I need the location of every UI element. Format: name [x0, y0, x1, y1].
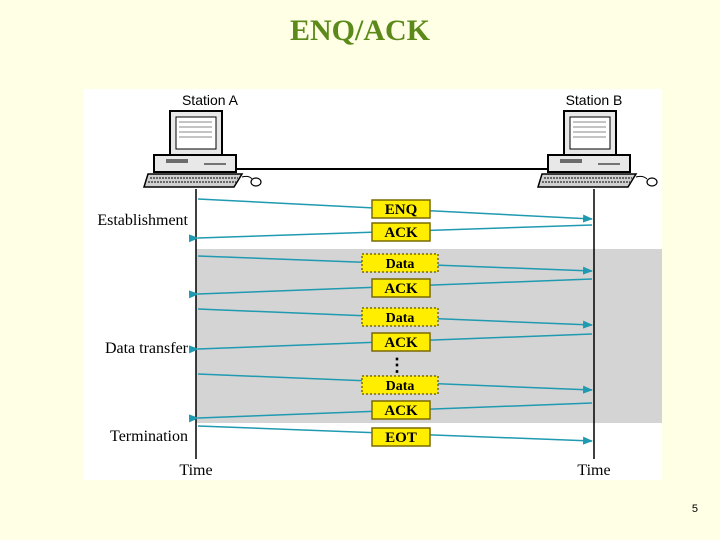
frame-data-3: Data: [361, 375, 439, 395]
phase-label-establishment: Establishment: [97, 212, 188, 229]
enq-ack-diagram: Station A Station B: [84, 89, 662, 480]
phase-label-termination: Termination: [110, 428, 188, 445]
station-b-computer-icon: [536, 110, 658, 188]
frame-label: Data: [386, 257, 415, 272]
frame-data-1: Data: [361, 253, 439, 273]
frame-eot: EOT: [371, 427, 431, 447]
frame-label: EOT: [385, 430, 417, 446]
frame-ack-1: ACK: [371, 222, 431, 242]
frame-ack-2: ACK: [371, 278, 431, 298]
frame-data-2: Data: [361, 307, 439, 327]
frame-label: ENQ: [385, 202, 418, 218]
frame-label: ACK: [384, 281, 418, 297]
ellipsis-marker: ⋮: [388, 355, 406, 375]
station-b-label: Station B: [566, 92, 623, 108]
frame-ack-4: ACK: [371, 400, 431, 420]
frame-label: Data: [386, 311, 415, 326]
frame-label: ACK: [384, 403, 418, 419]
slide-page-number: 5: [691, 503, 698, 515]
diagram-canvas: Station A Station B: [97, 92, 658, 479]
frame-label: ACK: [384, 225, 418, 241]
frame-label: Data: [386, 379, 415, 394]
slide-title: ENQ/ACK: [289, 14, 430, 47]
phase-label-data-transfer: Data transfer: [105, 340, 189, 357]
frame-ack-3: ACK: [371, 332, 431, 352]
time-label-a: Time: [179, 462, 212, 479]
station-a-computer-icon: [142, 110, 262, 188]
frame-label: ACK: [384, 335, 418, 351]
time-label-b: Time: [577, 462, 610, 479]
frame-enq: ENQ: [371, 199, 431, 219]
station-a-label: Station A: [182, 92, 239, 108]
